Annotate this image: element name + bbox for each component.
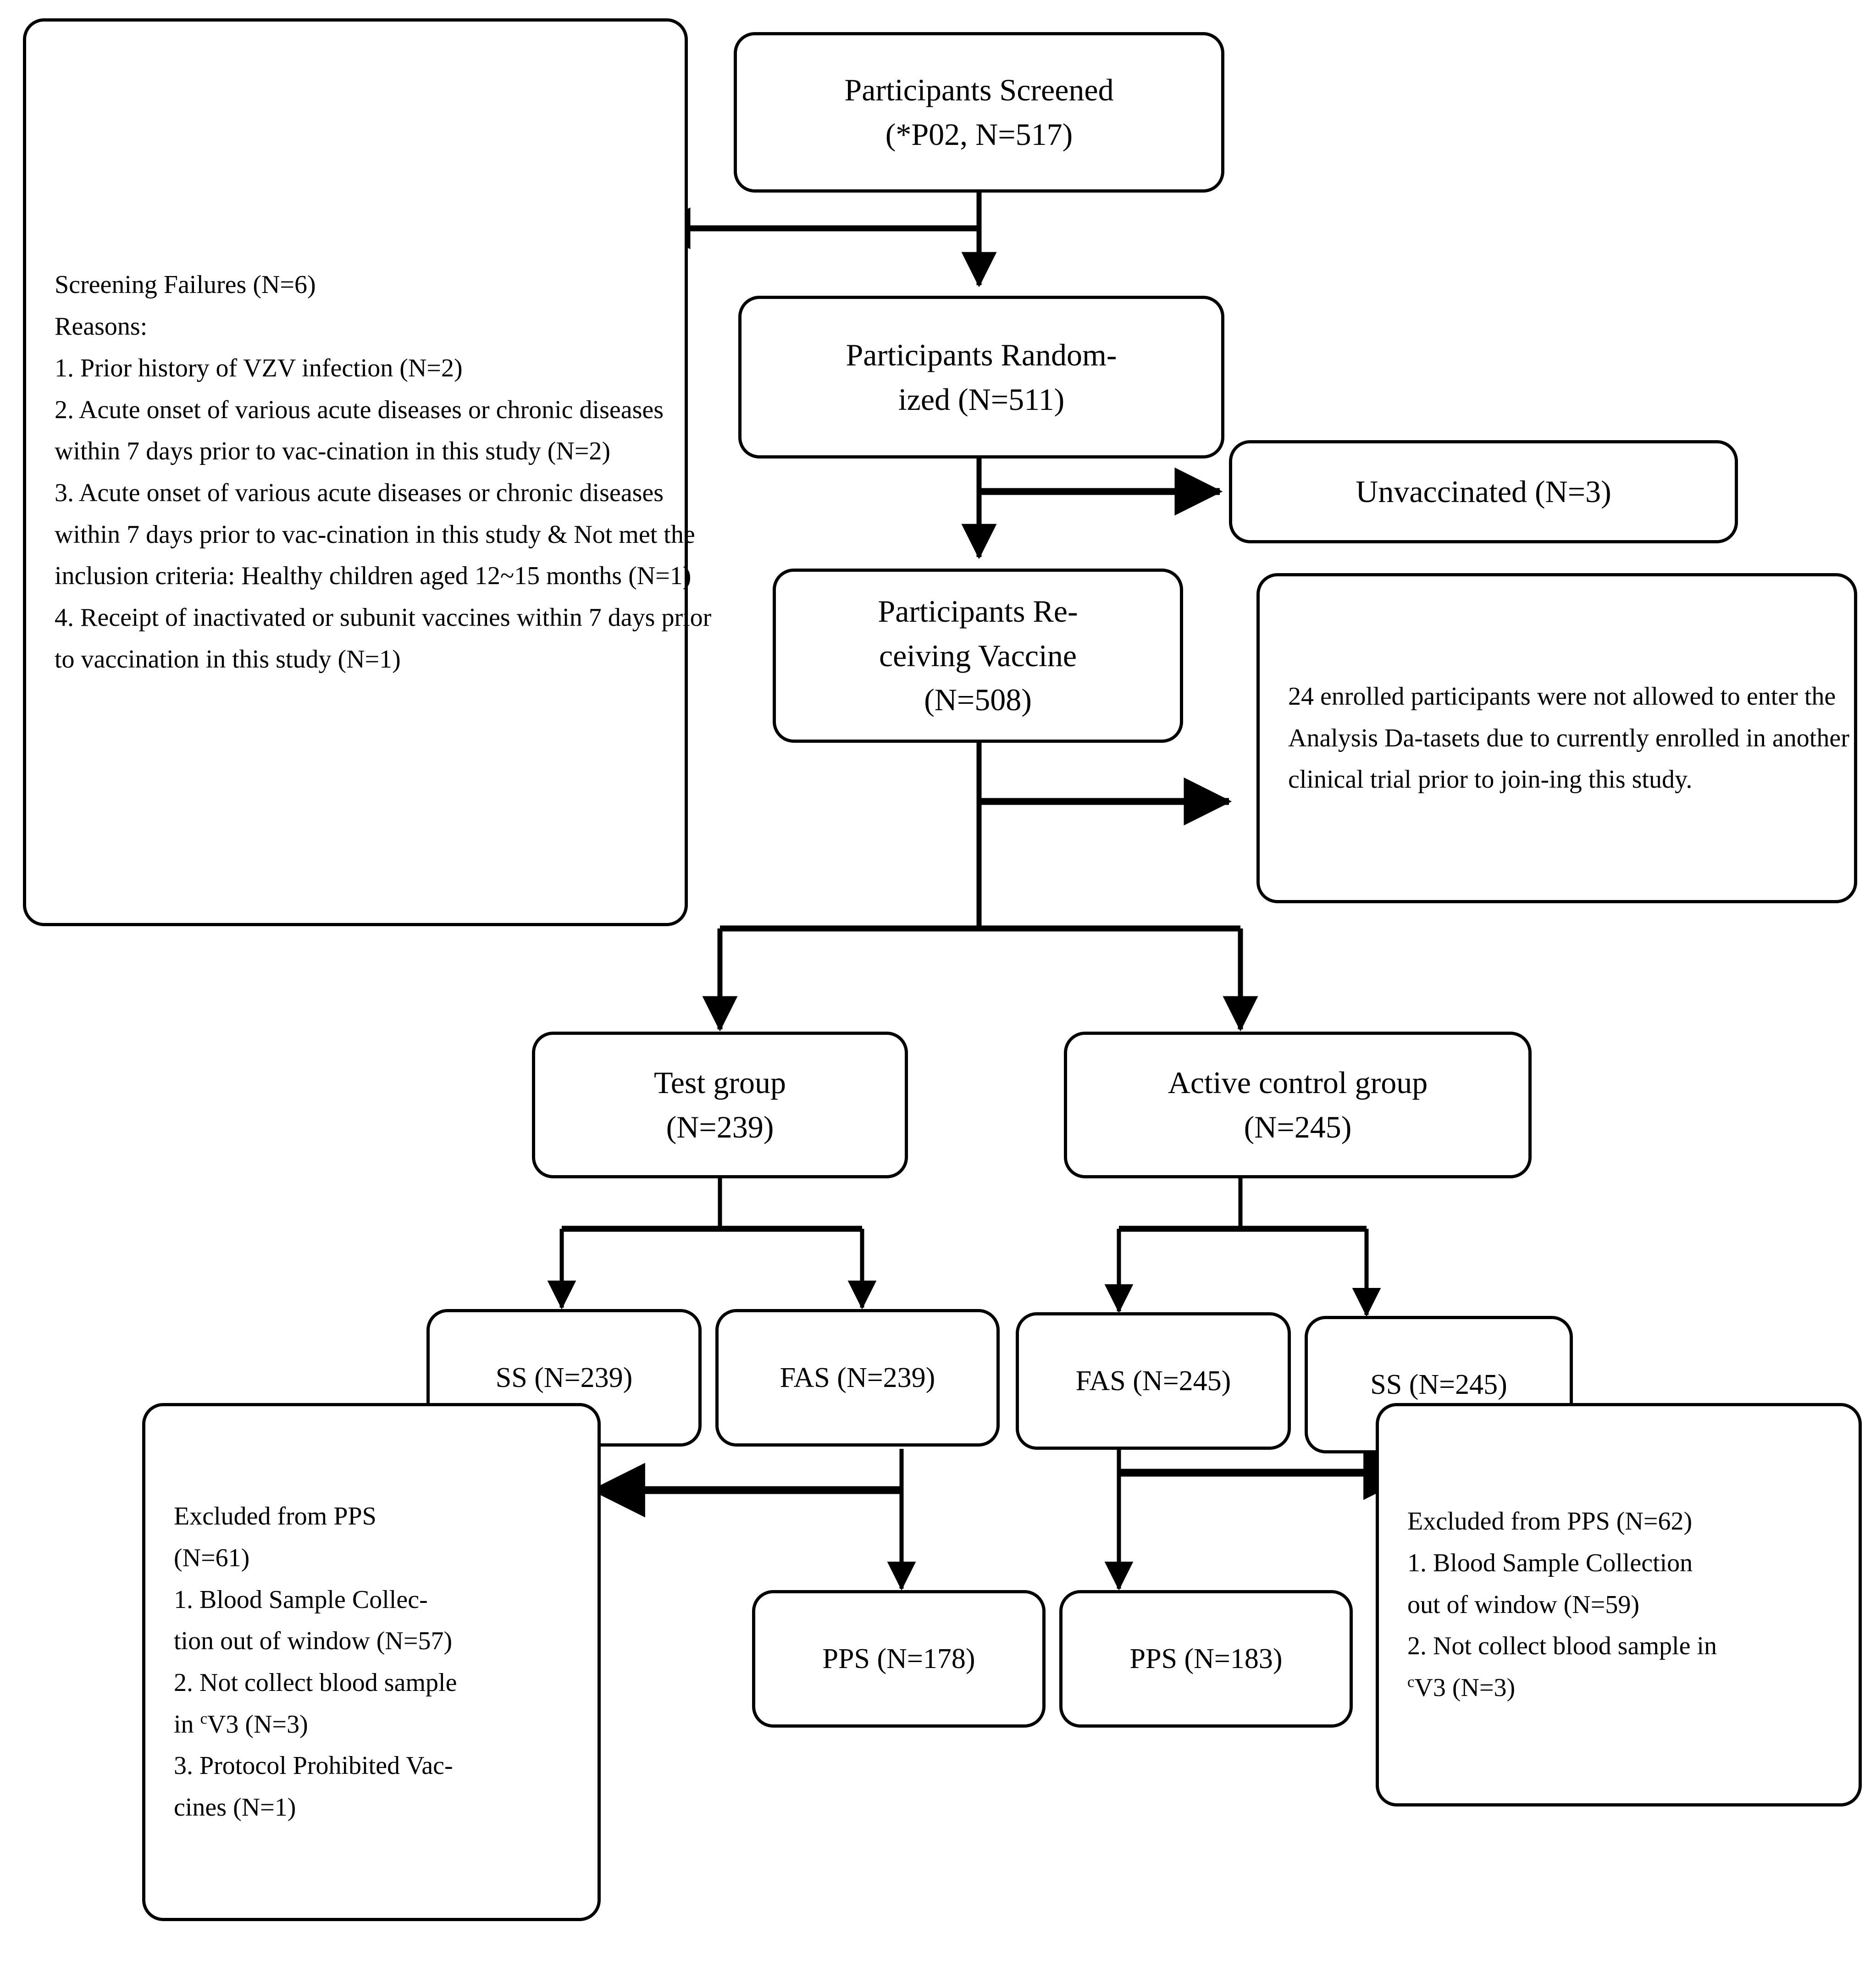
test-group-line-2: (N=239) xyxy=(666,1110,774,1144)
screening-failures-reason-4: 4. Receipt of inactivated or subunit vac… xyxy=(55,603,712,674)
participants-randomized-line-1: Participants Random- xyxy=(846,337,1117,372)
ss-test-line-1: SS (N=239) xyxy=(495,1362,633,1393)
participants-receiving-vaccine-line-2: ceiving Vaccine xyxy=(879,638,1077,673)
node-participants-screened: Participants Screened (*P02, N=517) xyxy=(734,32,1224,193)
excluded-pps-control-line-5: cV3 (N=3) xyxy=(1407,1667,1876,1709)
active-control-group-line-2: (N=245) xyxy=(1244,1110,1352,1144)
excluded-pps-test-line-8: cines (N=1) xyxy=(174,1793,296,1822)
node-active-control-group: Active control group (N=245) xyxy=(1064,1032,1532,1178)
screening-failures-reason-1: 1. Prior history of VZV infection (N=2) xyxy=(55,354,463,382)
excluded-pps-test-line-5: 2. Not collect blood sample xyxy=(174,1668,457,1697)
excluded-pps-test-line-6-pre: in xyxy=(174,1710,200,1739)
test-group-line-1: Test group xyxy=(654,1065,786,1100)
excluded-pps-test-line-3: 1. Blood Sample Collec- xyxy=(174,1585,428,1614)
screening-failures-reason-3: 3. Acute onset of various acute diseases… xyxy=(55,479,695,591)
pps-test-line-1: PPS (N=178) xyxy=(822,1643,975,1674)
excluded-pps-control-line-4: 2. Not collect blood sample in xyxy=(1407,1632,1717,1661)
node-pps-test: PPS (N=178) xyxy=(752,1590,1046,1728)
node-unvaccinated: Unvaccinated (N=3) xyxy=(1229,440,1738,543)
node-excluded-pps-control: Excluded from PPS (N=62) 1. Blood Sample… xyxy=(1376,1403,1862,1806)
active-control-group-line-1: Active control group xyxy=(1168,1065,1428,1100)
node-participants-receiving-vaccine: Participants Re- ceiving Vaccine (N=508) xyxy=(773,569,1183,743)
screening-failures-reasons-label: Reasons: xyxy=(55,312,148,341)
excluded-pps-test-line-2: (N=61) xyxy=(174,1543,250,1572)
node-screening-failures: Screening Failures (N=6) Reasons: 1. Pri… xyxy=(23,18,711,926)
excluded-pps-control-line-2: 1. Blood Sample Collection xyxy=(1407,1548,1693,1577)
participants-screened-line-2: (*P02, N=517) xyxy=(885,117,1073,152)
node-participants-randomized: Participants Random- ized (N=511) xyxy=(738,296,1224,458)
participants-receiving-vaccine-line-3: (N=508) xyxy=(924,682,1032,718)
participants-screened-line-1: Participants Screened xyxy=(844,72,1114,108)
pps-control-line-1: PPS (N=183) xyxy=(1129,1643,1283,1674)
excluded-pps-test-line-1: Excluded from PPS xyxy=(174,1502,376,1531)
node-fas-control: FAS (N=245) xyxy=(1016,1312,1291,1450)
screening-failures-reason-2: 2. Acute onset of various acute diseases… xyxy=(55,395,664,466)
excluded-pps-control-line-3: out of window (N=59) xyxy=(1407,1590,1639,1619)
excluded-pps-test-line-6-post: V3 (N=3) xyxy=(207,1710,308,1739)
not-in-analysis-datasets-text: 24 enrolled participants were not allowe… xyxy=(1288,682,1849,794)
node-test-group: Test group (N=239) xyxy=(532,1032,908,1178)
excluded-pps-test-line-7: 3. Protocol Prohibited Vac- xyxy=(174,1751,453,1780)
excluded-pps-control-line-5-post: V3 (N=3) xyxy=(1414,1674,1516,1702)
node-excluded-pps-test: Excluded from PPS (N=61) 1. Blood Sample… xyxy=(142,1403,601,1921)
node-not-in-analysis-datasets: 24 enrolled participants were not allowe… xyxy=(1256,573,1857,903)
unvaccinated-line-1: Unvaccinated (N=3) xyxy=(1356,474,1611,509)
node-pps-control: PPS (N=183) xyxy=(1059,1590,1353,1728)
excluded-pps-control-line-1: Excluded from PPS (N=62) xyxy=(1407,1507,1693,1536)
ss-control-line-1: SS (N=245) xyxy=(1370,1369,1507,1400)
excluded-pps-test-line-6: in cV3 (N=3) xyxy=(174,1704,626,1746)
participants-randomized-line-2: ized (N=511) xyxy=(898,381,1065,417)
participants-receiving-vaccine-line-1: Participants Re- xyxy=(878,594,1078,629)
node-fas-test: FAS (N=239) xyxy=(715,1309,1000,1447)
screening-failures-heading: Screening Failures (N=6) xyxy=(55,271,316,299)
excluded-pps-control-line-5-superscript: c xyxy=(1407,1673,1415,1691)
excluded-pps-test-line-6-superscript: c xyxy=(200,1709,207,1728)
fas-control-line-1: FAS (N=245) xyxy=(1075,1365,1231,1397)
excluded-pps-test-line-4: tion out of window (N=57) xyxy=(174,1627,453,1656)
fas-test-line-1: FAS (N=239) xyxy=(780,1362,935,1393)
